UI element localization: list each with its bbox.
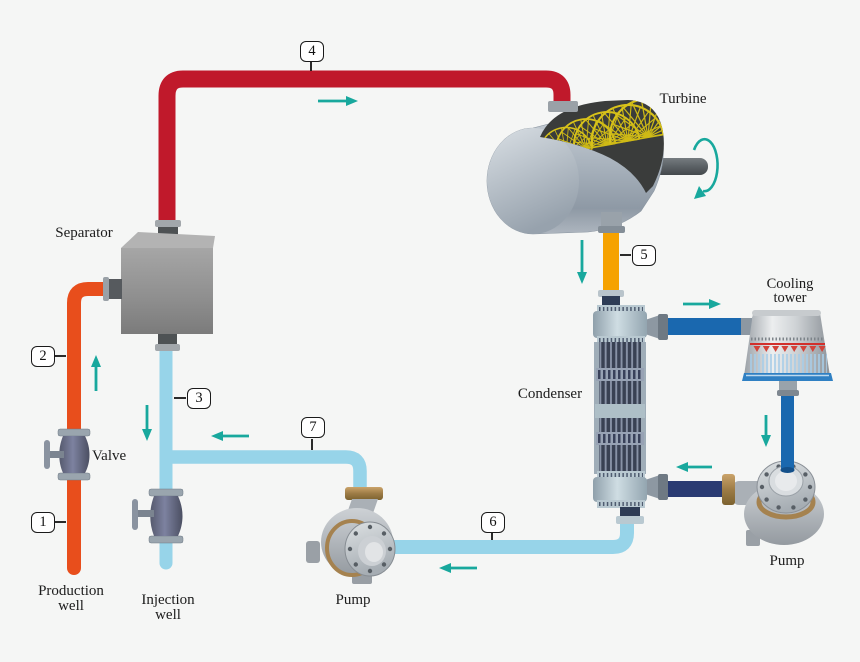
cooling-supply-pipe [665,318,749,335]
injection-well-label-line1: Injection [141,592,195,608]
marker-4: 4 [300,41,324,62]
flow-arrow-production-up [91,355,101,391]
marker-6: 6 [481,512,505,533]
cooling-tower-label-line1: Cooling [766,276,814,292]
separator [103,220,215,351]
production-well-label-line2: well [58,598,84,614]
pump-bottom [306,487,396,584]
condenser [593,290,668,524]
condenser-label: Condenser [517,386,583,402]
flow-arrow-pipe6-left [439,563,477,573]
turbine-label: Turbine [659,91,707,107]
cooling-tower [741,310,833,396]
turbine [486,100,708,235]
flow-arrow-cooling-supply-right [683,299,721,309]
production-well-pipe [67,282,117,575]
spray-water [749,354,827,374]
marker-1: 1 [31,512,55,533]
valve-production [44,428,91,481]
flow-arrow-tower-down [761,415,771,447]
cooling-tower-label-line2: tower [773,290,807,306]
injection-well-label-line2: well [155,607,181,623]
flow-arrow-steam-right [318,96,358,106]
pump-bottom-bolts [347,524,393,574]
flow-arrow-cooling-return-left [676,462,712,472]
spray-nozzles [753,346,826,352]
flow-arrow-condensate-down [577,240,587,284]
marker-3: 3 [187,388,211,409]
separator-label: Separator [55,225,113,241]
valve-label: Valve [92,448,127,464]
pump-bottom-label: Pump [335,592,371,608]
condensate-pipe-5 [603,228,619,298]
marker-7: 7 [301,417,325,438]
pump-right [722,460,824,546]
valve-injection [132,488,184,544]
valve-handle [132,499,138,530]
marker-connectors [54,62,631,540]
steam-pipe [158,70,571,226]
flow-arrow-injection-down [142,405,152,441]
marker-2: 2 [31,346,55,367]
cooling-return-pipe [664,481,726,497]
valve-handle [44,440,50,469]
production-well-label-line1: Production [38,583,104,599]
condensate-pipe-6 [393,520,634,554]
turbine-shaft [650,158,708,175]
cooling-tower-down-pipe [781,390,794,450]
shaft-rotation-arrow [692,137,719,199]
marker-5: 5 [632,245,656,266]
return-pipe-7 [167,450,367,489]
cooling-tower-down-pipe-overlap [781,445,794,471]
pump-right-label: Pump [769,553,805,569]
flow-arrow-pipe7-left [211,431,249,441]
